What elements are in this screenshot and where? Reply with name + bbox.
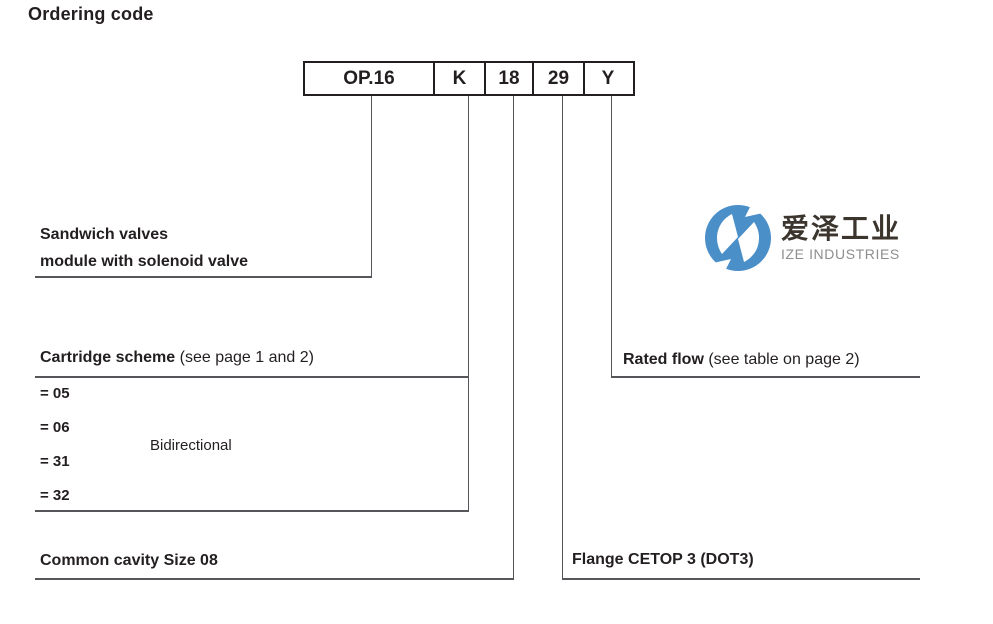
label-common-cavity: Common cavity Size 08 [40,552,218,569]
rated-flow-title: Rated flow [623,351,704,368]
ize-logo-english-name: IZE INDUSTRIES [781,246,900,263]
ize-logo-chinese-name: 爱泽工业 [781,212,902,244]
cartridge-title: Cartridge scheme [40,349,176,366]
underline-cartridge [35,376,469,378]
underline-sandwich [35,276,372,278]
cartridge-option: = 32 [40,487,70,504]
code-cell-model: OP.16 [305,63,435,94]
label-sandwich-line2: module with solenoid valve [40,253,249,270]
cartridge-option: = 05 [40,385,70,402]
connector-vertical-rated-flow [611,96,612,377]
page-title: Ordering code [28,4,154,24]
label-rated-flow: Rated flow (see table on page 2) [623,351,860,369]
underline-common-cavity [35,578,514,580]
label-flange: Flange CETOP 3 (DOT3) [572,551,754,568]
ize-logo-text: 爱泽工业 IZE INDUSTRIES [781,212,902,263]
label-sandwich-line1: Sandwich valves [40,226,169,243]
label-cartridge-scheme: Cartridge scheme (see page 1 and 2) [40,349,314,367]
cartridge-note: (see page 1 and 2) [175,349,314,366]
rated-flow-note: (see table on page 2) [703,351,860,368]
underline-rated-flow [611,376,920,378]
code-cell-scheme: 18 [486,63,534,94]
code-cell-rated-flow: Y [601,67,615,89]
cartridge-bottom-line [35,510,469,512]
connector-vertical-model [371,96,372,278]
code-cell-flange: 29 [534,63,585,94]
connector-vertical-cavity [513,96,514,579]
cartridge-option: = 31 [40,453,70,470]
label-sandwich-valves: Sandwich valves module with solenoid val… [40,221,248,275]
cartridge-option-note: Bidirectional [150,437,232,454]
ize-logo: 爱泽工业 IZE INDUSTRIES [703,203,918,273]
connector-vertical-flange [562,96,563,580]
underline-flange [562,578,920,580]
ize-logo-mark-icon [705,203,771,273]
connector-vertical-scheme [468,96,469,512]
code-cell-cavity: K [435,63,486,94]
cartridge-option: = 06 [40,419,70,436]
ordering-code-box: OP.16 K 18 29 Y [303,61,635,96]
